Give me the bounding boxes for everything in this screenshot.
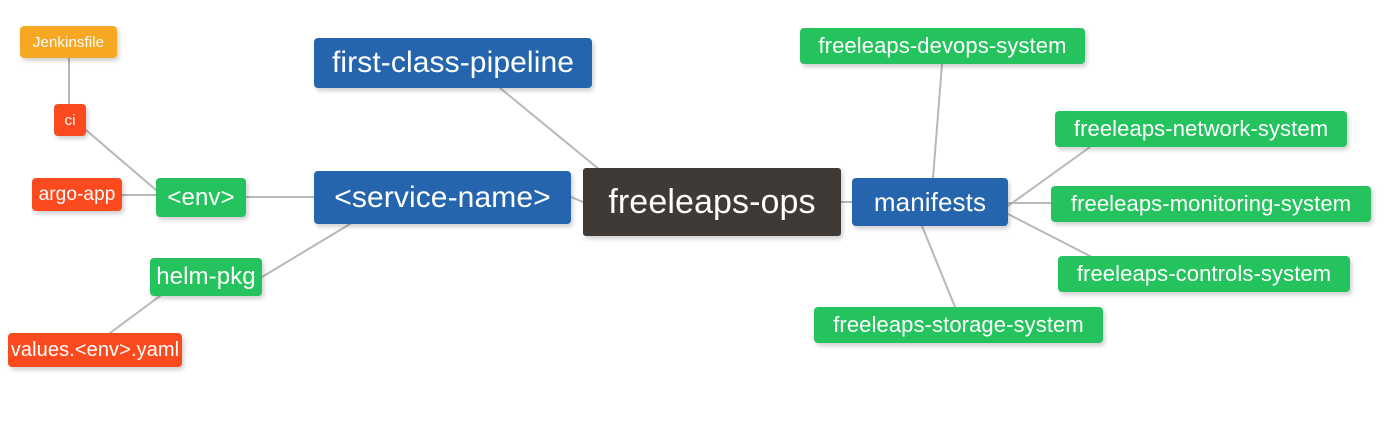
mindmap-node-label: freeleaps-devops-system	[818, 33, 1067, 58]
mindmap-node-values[interactable]: values.<env>.yaml	[8, 333, 182, 367]
mindmap-node-root[interactable]: freeleaps-ops	[583, 168, 841, 236]
mindmap-node-env[interactable]: <env>	[156, 178, 246, 217]
mindmap-node-label: <service-name>	[334, 180, 551, 214]
mindmap-node-label: freeleaps-ops	[608, 183, 816, 221]
mindmap-node-service[interactable]: <service-name>	[314, 171, 571, 224]
mindmap-node-label: freeleaps-controls-system	[1076, 261, 1332, 286]
edge-helm-to-values	[109, 295, 161, 334]
mindmap-node-pipeline[interactable]: first-class-pipeline	[314, 38, 592, 88]
mindmap-node-label: first-class-pipeline	[331, 46, 575, 79]
edge-root-to-service	[570, 196, 584, 203]
mindmap-node-storage[interactable]: freeleaps-storage-system	[814, 307, 1103, 343]
mindmap-node-argoapp[interactable]: argo-app	[32, 178, 122, 211]
mindmap-node-controls[interactable]: freeleaps-controls-system	[1058, 256, 1350, 292]
edge-manifests-to-devops	[932, 63, 943, 179]
edge-manifests-to-storage	[921, 225, 956, 308]
mindmap-node-ci[interactable]: ci	[54, 104, 86, 136]
mindmap-node-helm[interactable]: helm-pkg	[150, 258, 262, 296]
mindmap-node-label: values.<env>.yaml	[10, 339, 180, 361]
mindmap-node-label: <env>	[167, 183, 235, 211]
mindmap-node-jenkinsfile[interactable]: Jenkinsfile	[20, 26, 117, 58]
edge-root-to-pipeline	[499, 87, 601, 171]
mindmap-node-monitoring[interactable]: freeleaps-monitoring-system	[1051, 186, 1371, 222]
edge-service-to-helm	[261, 223, 351, 278]
mindmap-node-label: Jenkinsfile	[32, 33, 105, 51]
mindmap-node-label: helm-pkg	[156, 263, 256, 290]
mindmap-node-label: freeleaps-monitoring-system	[1070, 191, 1352, 216]
mindmap-node-label: ci	[64, 111, 76, 129]
mindmap-node-label: freeleaps-network-system	[1073, 116, 1329, 141]
mindmap-node-label: argo-app	[38, 184, 116, 205]
mindmap-node-label: manifests	[873, 187, 987, 217]
mindmap-node-devops[interactable]: freeleaps-devops-system	[800, 28, 1085, 64]
mindmap-node-manifests[interactable]: manifests	[852, 178, 1008, 226]
mindmap-node-label: freeleaps-storage-system	[833, 312, 1084, 337]
mindmap-node-network[interactable]: freeleaps-network-system	[1055, 111, 1347, 147]
